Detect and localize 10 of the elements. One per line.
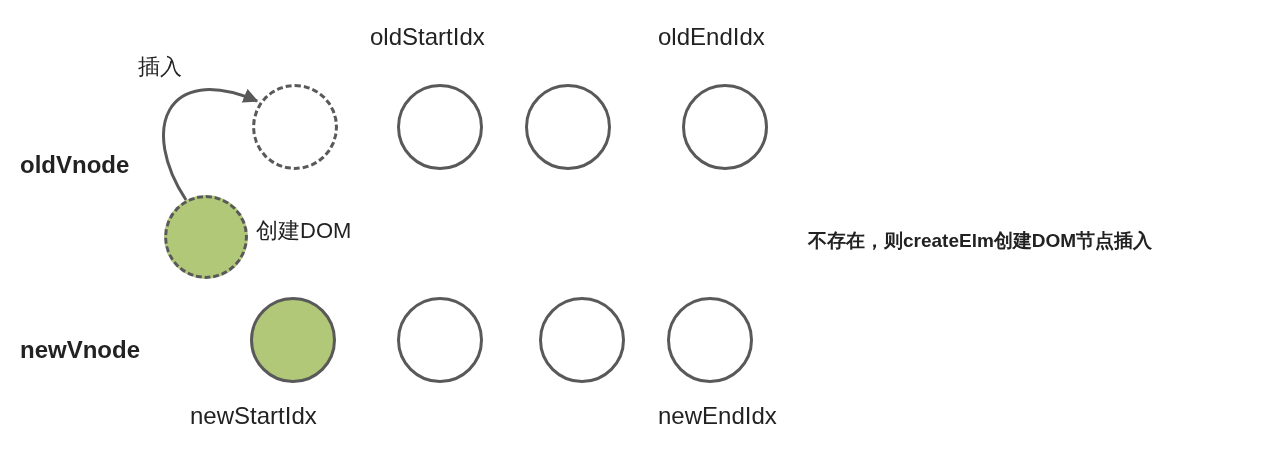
note-text: 不存在，则createElm创建DOM节点插入 <box>808 231 1153 250</box>
edge-label: 插入 <box>138 56 182 78</box>
node-caption: 创建DOM <box>256 220 352 242</box>
index-label: oldStartIdx <box>370 25 485 49</box>
row-label: oldVnode <box>20 153 130 177</box>
index-label: newStartIdx <box>190 404 317 428</box>
arrow <box>162 88 259 201</box>
row-label: newVnode <box>20 338 140 362</box>
index-label: newEndIdx <box>658 404 777 428</box>
index-label: oldEndIdx <box>658 25 765 49</box>
